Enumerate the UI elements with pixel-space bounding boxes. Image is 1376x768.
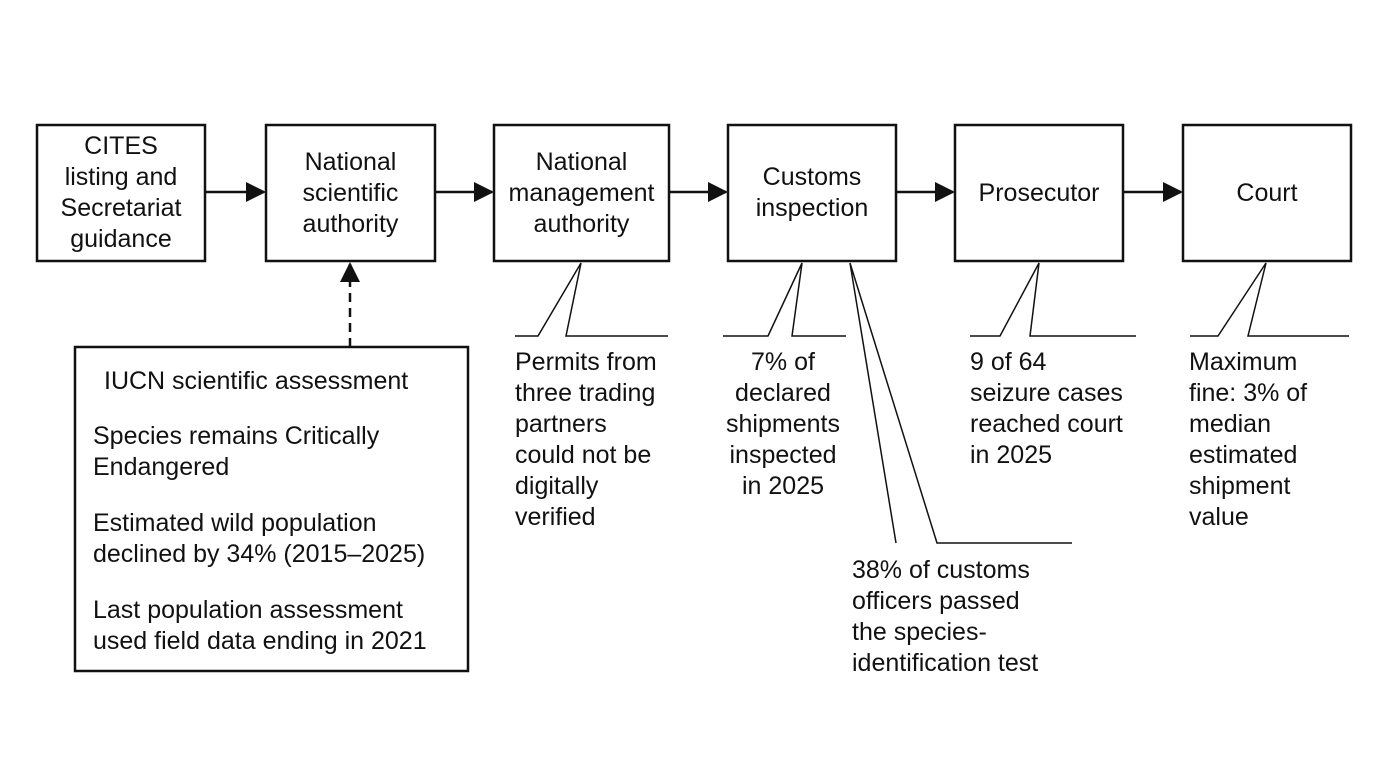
callout-seizures: 9 of 64 seizure cases reached court in 2… xyxy=(970,348,1123,469)
stage-box-cites xyxy=(35,123,207,263)
assessment-title: IUCN scientific assessment xyxy=(104,367,409,395)
assessment-item-field-data: Last population assessment used field da… xyxy=(93,596,427,655)
stage-label-nsa: National scientific authority xyxy=(302,147,399,238)
stage-box-nma xyxy=(492,123,671,263)
callout-leader-inspected xyxy=(723,262,846,337)
callout-officers: 38% of customs officers passed the speci… xyxy=(852,556,1039,677)
callout-leader-permits xyxy=(515,262,668,337)
stage-box-court xyxy=(1181,123,1353,263)
callout-leader-seizures xyxy=(970,262,1136,337)
callout-leader-officers xyxy=(849,262,1072,544)
callout-inspected: 7% of declared shipments inspected in 20… xyxy=(726,348,840,500)
stage-box-nsa xyxy=(264,123,437,263)
stage-label-customs: Customs inspection xyxy=(755,163,869,222)
stage-label-cites: CITES listing and Secretariat guidance xyxy=(60,132,182,253)
callout-leader-fine xyxy=(1190,262,1349,337)
stage-box-prosecutor xyxy=(953,123,1125,263)
callout-permits: Permits from three trading partners coul… xyxy=(515,348,657,531)
callout-fine: Maximum fine: 3% of median estimated shi… xyxy=(1189,348,1308,531)
stage-label-prosecutor: Prosecutor xyxy=(978,178,1100,207)
assessment-item-status: Species remains Critically Endangered xyxy=(93,422,380,481)
stage-label-court: Court xyxy=(1236,178,1298,207)
assessment-item-population: Estimated wild population declined by 34… xyxy=(93,509,426,568)
stage-label-nma: National management authority xyxy=(508,147,655,238)
assessment-box xyxy=(73,345,470,673)
